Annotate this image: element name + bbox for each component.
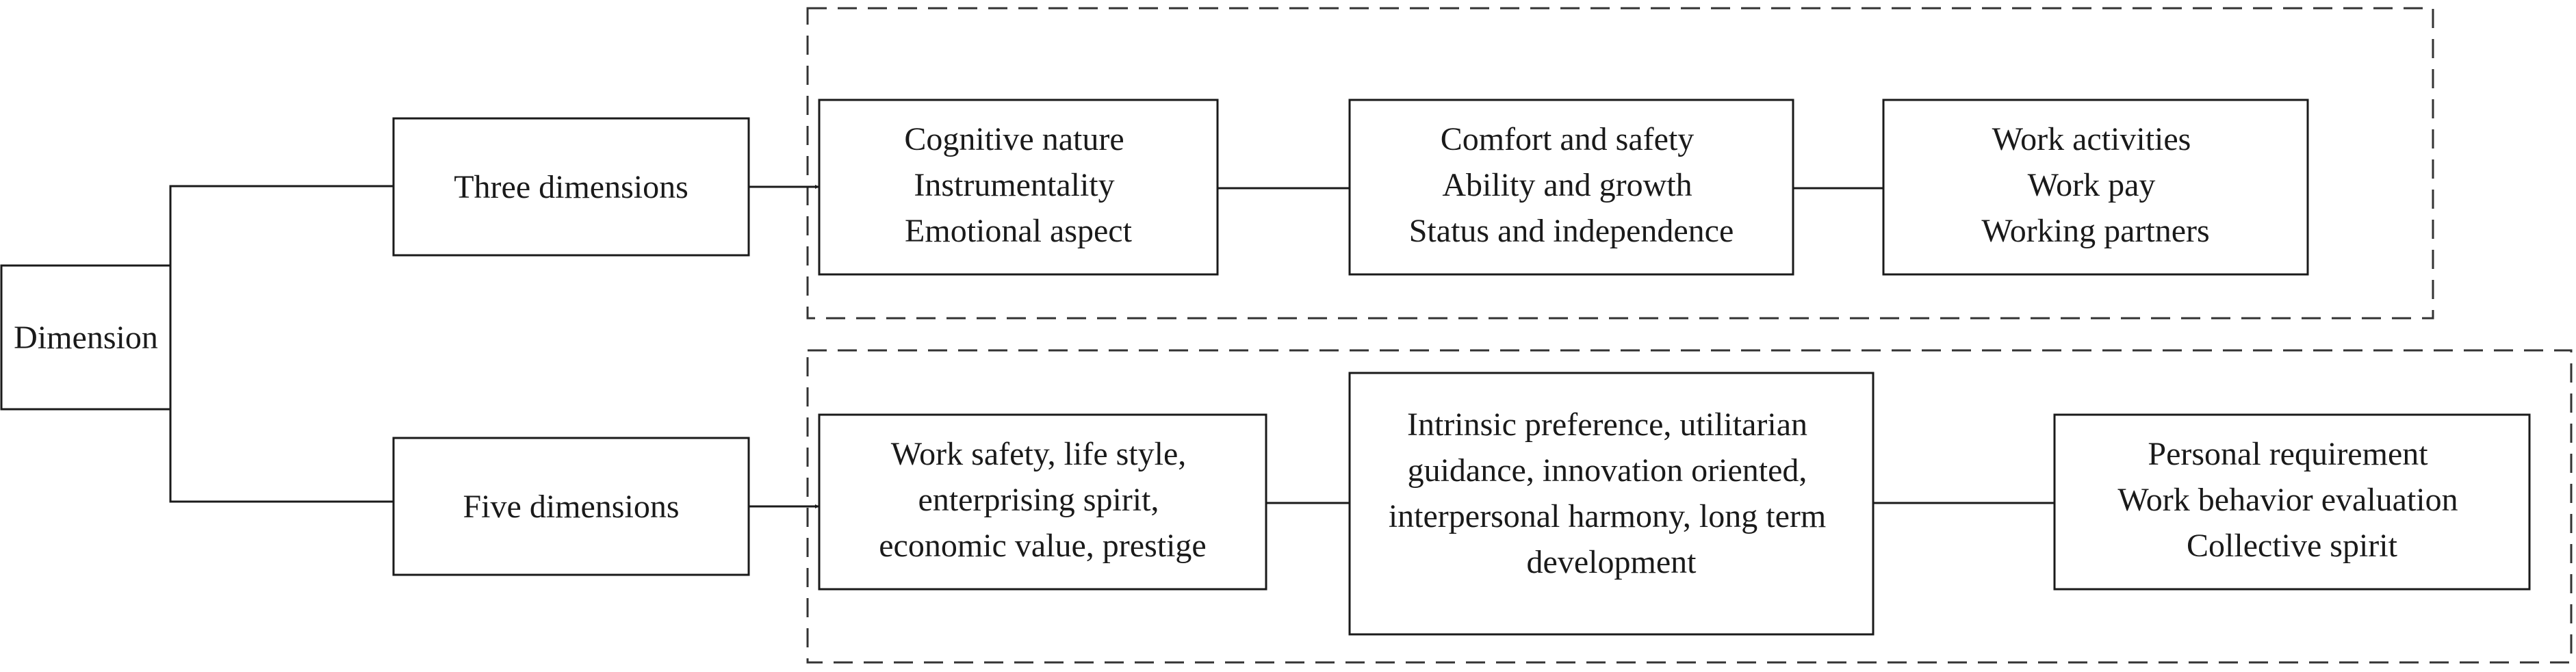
- personal-requirement-box: Personal requirement Work behavior evalu…: [2053, 413, 2531, 591]
- box-line: interpersonal harmony, long term: [1389, 498, 1826, 534]
- box-line: Work pay: [2028, 167, 2156, 203]
- three-dimensions-node: Three dimensions: [392, 117, 750, 257]
- comfort-and-safety-box: Comfort and safety Ability and growth St…: [1348, 99, 1794, 276]
- dimension-node: Dimension: [0, 264, 172, 411]
- work-safety-box: Work safety, life style, enterprising sp…: [818, 413, 1267, 591]
- root-to-three-connector: [169, 185, 394, 266]
- box-line: Status and independence: [1409, 213, 1734, 249]
- box-line: Working partners: [1981, 213, 2209, 249]
- box-line: Ability and growth: [1442, 167, 1692, 203]
- box-line: Personal requirement: [2148, 436, 2428, 472]
- five-dimensions-label: Five dimensions: [463, 489, 679, 525]
- three-dimensions-group-frame: [806, 7, 2434, 320]
- three-dimensions-label: Three dimensions: [454, 169, 688, 205]
- box-line: guidance, innovation oriented,: [1408, 452, 1807, 489]
- five-dimensions-node: Five dimensions: [392, 437, 750, 576]
- svg-text:Work activities Work pay: Work activities Work pay Working partner…: [1981, 121, 2209, 249]
- box-line: Work behavior evaluation: [2117, 482, 2458, 518]
- dimension-label: Dimension: [14, 320, 158, 356]
- svg-text:Intrinsic preference, utilitar: Intrinsic preference, utilitarian guidan…: [1389, 406, 1834, 580]
- box-line: Work activities: [1992, 121, 2191, 157]
- svg-text:Comfort and safety Abili: Comfort and safety Ability and growth St…: [1409, 121, 1734, 249]
- work-activities-box: Work activities Work pay Working partner…: [1882, 99, 2309, 276]
- intrinsic-preference-box: Intrinsic preference, utilitarian guidan…: [1348, 372, 1875, 636]
- box-line: Cognitive nature: [904, 121, 1124, 157]
- box-line: enterprising spirit,: [918, 482, 1159, 518]
- svg-text:Work safety, life style,: Work safety, life style, enterprising sp…: [879, 436, 1206, 564]
- box-line: economic value, prestige: [879, 528, 1206, 564]
- box-line: Collective spirit: [2187, 528, 2398, 564]
- cognitive-nature-box: Cognitive nature Instrumentality Emotion…: [818, 99, 1219, 276]
- box-line: development: [1527, 544, 1697, 580]
- box-line: Emotional aspect: [905, 213, 1133, 249]
- root-to-five-connector: [169, 409, 394, 503]
- box-line: Instrumentality: [914, 167, 1114, 203]
- box-line: Work safety, life style,: [891, 436, 1187, 472]
- svg-text:Cognitive nature Instrum: Cognitive nature Instrumentality Emotion…: [904, 121, 1132, 249]
- box-line: Comfort and safety: [1441, 121, 1695, 157]
- svg-text:Personal requirement Wor: Personal requirement Work behavior evalu…: [2117, 436, 2466, 564]
- box-line: Intrinsic preference, utilitarian: [1407, 406, 1807, 443]
- five-dimensions-group-frame: [806, 349, 2573, 664]
